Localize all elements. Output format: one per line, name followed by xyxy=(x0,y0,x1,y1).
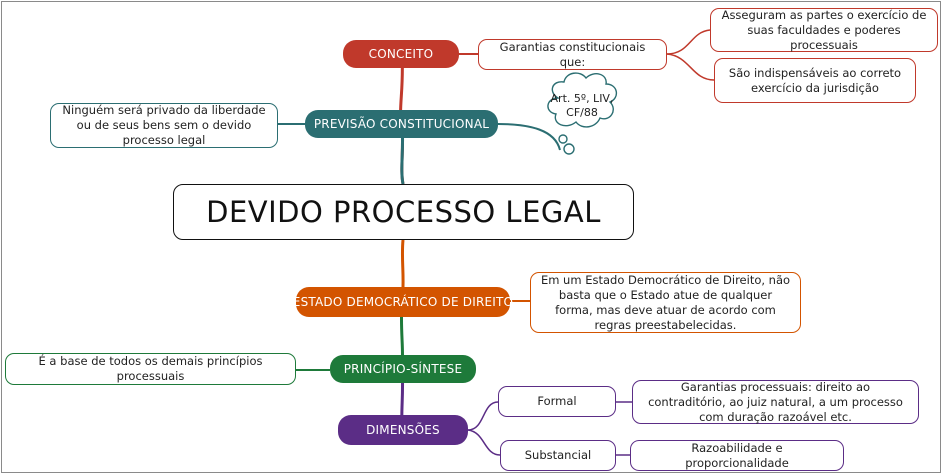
previsao-label: PREVISÃO CONSTITUCIONAL xyxy=(313,117,490,131)
conceito-label: CONCEITO xyxy=(368,47,434,61)
conceito-node[interactable]: CONCEITO xyxy=(343,40,459,68)
dimensao-formal: Formal xyxy=(537,394,577,408)
conceito-item-1: Asseguram as partes o exercício de suas … xyxy=(721,7,927,52)
dimensao-substancial: Substancial xyxy=(524,448,592,462)
previsao-node[interactable]: PREVISÃO CONSTITUCIONAL xyxy=(305,110,498,138)
central-title: DEVIDO PROCESSO LEGAL xyxy=(173,184,634,240)
cloud-callout-icon xyxy=(547,72,617,155)
principio-label: PRINCÍPIO-SÍNTESE xyxy=(343,362,463,376)
cloud-text: Art. 5º, LIV, CF/88 xyxy=(550,92,614,119)
principio-node[interactable]: PRINCÍPIO-SÍNTESE xyxy=(330,355,476,383)
conceito-summary-box: Garantias constitucionais que: xyxy=(478,39,667,70)
dimensao-substancial-box[interactable]: Substancial xyxy=(500,440,616,471)
previsao-note-box: Ninguém será privado da liberdade ou de … xyxy=(50,103,278,148)
dimensoes-link-1 xyxy=(467,401,499,431)
estado-note: Em um Estado Democrático de Direito, não… xyxy=(540,272,791,332)
substancial-detail-box: Razoabilidade e proporcionalidade xyxy=(630,440,844,471)
formal-detail-box: Garantias processuais: direito ao contra… xyxy=(632,380,919,424)
substancial-detail: Razoabilidade e proporcionalidade xyxy=(685,440,789,470)
previsao-cloud-link xyxy=(497,123,561,151)
conceito-item-link-2 xyxy=(666,53,715,81)
conceito-item-link-1 xyxy=(666,29,711,55)
estado-note-box: Em um Estado Democrático de Direito, não… xyxy=(530,272,801,333)
dimensoes-node[interactable]: DIMENSÕES xyxy=(338,415,468,445)
dimensoes-label: DIMENSÕES xyxy=(366,423,440,437)
conceito-item-1-box: Asseguram as partes o exercício de suas … xyxy=(710,8,938,52)
principio-note-box: É a base de todos os demais princípios p… xyxy=(5,353,296,385)
formal-detail: Garantias processuais: direito ao contra… xyxy=(648,379,903,424)
conceito-summary: Garantias constitucionais que: xyxy=(499,39,646,69)
central-title-text: DEVIDO PROCESSO LEGAL xyxy=(206,195,601,229)
principio-note: É a base de todos os demais princípios p… xyxy=(38,354,263,383)
conceito-item-2-box: São indispensáveis ao correto exercício … xyxy=(714,58,916,103)
estado-label: ESTADO DEMOCRÁTICO DE DIREITO xyxy=(292,295,514,309)
dimensoes-link-2 xyxy=(467,429,501,456)
dimensao-formal-box[interactable]: Formal xyxy=(498,386,616,417)
conceito-item-2: São indispensáveis ao correto exercício … xyxy=(728,65,902,95)
estado-node[interactable]: ESTADO DEMOCRÁTICO DE DIREITO xyxy=(292,287,514,317)
previsao-note: Ninguém será privado da liberdade ou de … xyxy=(62,103,266,147)
